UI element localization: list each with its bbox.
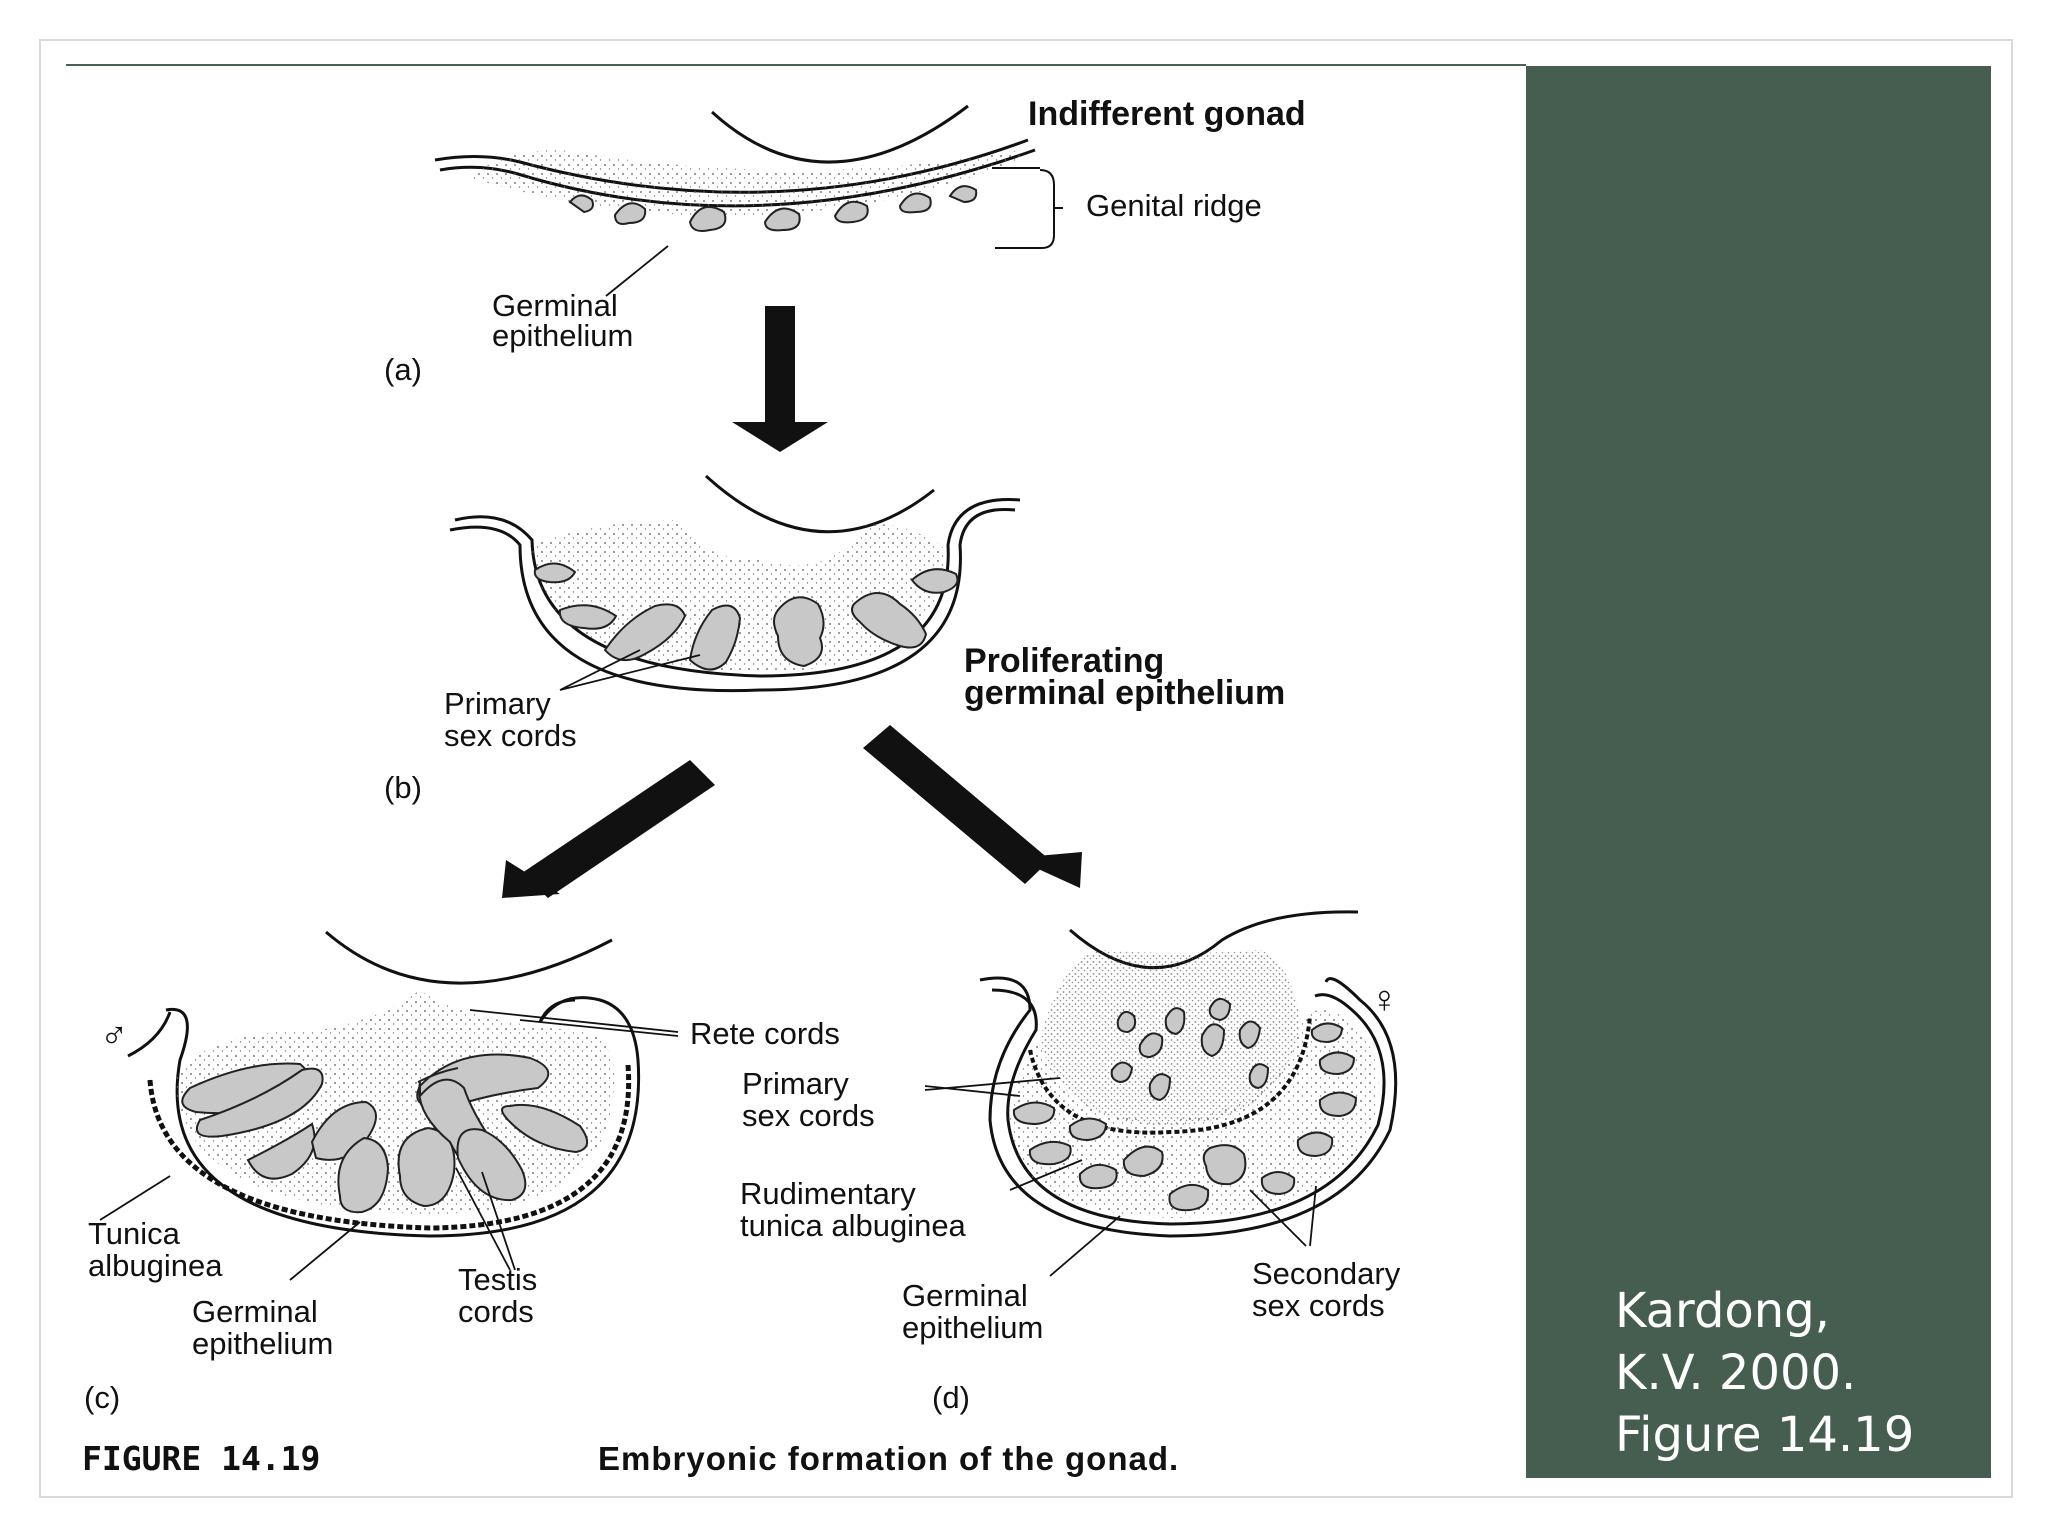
- panel-d-germinal-label-2: epithelium: [902, 1310, 1043, 1345]
- panel-d-rudimentary-label-1: Rudimentary: [740, 1176, 916, 1211]
- panel-b-primary-label-1: Primary: [444, 686, 551, 721]
- panel-d-primary-label-1: Primary: [742, 1066, 849, 1101]
- panel-b-primary-label-2: sex cords: [444, 718, 577, 753]
- panel-a-germinal-label-1: Germinal: [492, 288, 618, 323]
- panel-a-genital-ridge-label: Genital ridge: [1086, 188, 1262, 223]
- male-symbol: ♂: [100, 1015, 129, 1057]
- figure-caption-text: Embryonic formation of the gonad.: [598, 1440, 1179, 1477]
- panel-b-title-1: Proliferating: [964, 642, 1164, 680]
- panel-d-germinal-label-1: Germinal: [902, 1278, 1028, 1313]
- arrow-b-to-d: [863, 725, 1082, 888]
- panel-a-germinal-label-2: epithelium: [492, 318, 633, 353]
- top-rule: [66, 64, 1526, 66]
- panel-c-drawing: ♂ Rete cords Tunica albuginea Germinal e…: [84, 930, 840, 1415]
- panel-a-sex-cords: [568, 185, 978, 232]
- panel-c-rete-cords-label: Rete cords: [690, 1016, 840, 1051]
- female-symbol: ♀: [1370, 979, 1399, 1021]
- panel-a-drawing: Indifferent gonad Genital ridge Germinal…: [384, 95, 1306, 387]
- arrow-a-to-b: [732, 306, 828, 452]
- panel-c-tunica-label-2: albuginea: [88, 1248, 223, 1283]
- citation-text: Kardong, K.V. 2000. Figure 14.19: [1615, 1283, 1915, 1463]
- panel-c-testis-cords: [181, 1053, 588, 1214]
- panel-d-secondary-label-1: Secondary: [1252, 1256, 1401, 1291]
- panel-d-primary-label-2: sex cords: [742, 1098, 875, 1133]
- panel-d-secondary-label-2: sex cords: [1252, 1288, 1385, 1323]
- panel-c-germinal-label-1: Germinal: [192, 1294, 318, 1329]
- figure-caption-label: FIGURE 14.19: [82, 1439, 320, 1478]
- panel-d-letter: (d): [932, 1380, 970, 1415]
- panel-b-letter: (b): [384, 770, 422, 805]
- panel-c-testis-label-1: Testis: [458, 1262, 537, 1297]
- arrow-b-to-c: [502, 760, 715, 898]
- panel-d-drawing: ♀ Primary sex cords Rudimentary tunica a…: [740, 910, 1401, 1415]
- panel-b-title-2: germinal epithelium: [964, 674, 1285, 712]
- panel-b-sex-cords: [533, 562, 959, 671]
- panel-a-letter: (a): [384, 352, 422, 387]
- citation-panel: [1526, 66, 1991, 1478]
- panel-a-title: Indifferent gonad: [1028, 95, 1306, 133]
- panel-c-testis-label-2: cords: [458, 1294, 534, 1329]
- panel-c-germinal-label-2: epithelium: [192, 1326, 333, 1361]
- panel-d-primary-cords: [1110, 997, 1270, 1102]
- panel-c-letter: (c): [84, 1380, 120, 1415]
- panel-d-secondary-cords: [1012, 1022, 1358, 1212]
- figure-image: Indifferent gonad Genital ridge Germinal…: [66, 66, 1526, 1478]
- panel-c-tunica-label-1: Tunica: [88, 1216, 181, 1251]
- panel-d-rudimentary-label-2: tunica albuginea: [740, 1208, 967, 1243]
- panel-b-drawing: Proliferating germinal epithelium Primar…: [384, 474, 1285, 805]
